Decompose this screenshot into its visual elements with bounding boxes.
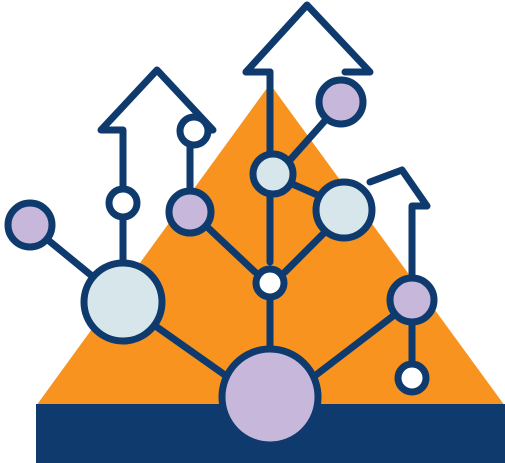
network-node-icon	[394, 360, 430, 396]
network-node-icon	[386, 274, 438, 326]
network-node-icon	[105, 185, 141, 221]
network-node-icon	[315, 76, 367, 128]
up-arrow-icon	[366, 166, 431, 282]
network-node-icon	[312, 178, 376, 242]
network-node-icon	[176, 113, 212, 149]
network-node-icon	[249, 150, 297, 198]
network-node-icon	[165, 187, 215, 237]
network-node-icon	[4, 199, 56, 251]
network-node-icon	[252, 265, 288, 301]
network-node-icon	[80, 259, 166, 345]
up-arrow-icon	[242, 1, 374, 76]
network-node-icon	[218, 345, 322, 449]
